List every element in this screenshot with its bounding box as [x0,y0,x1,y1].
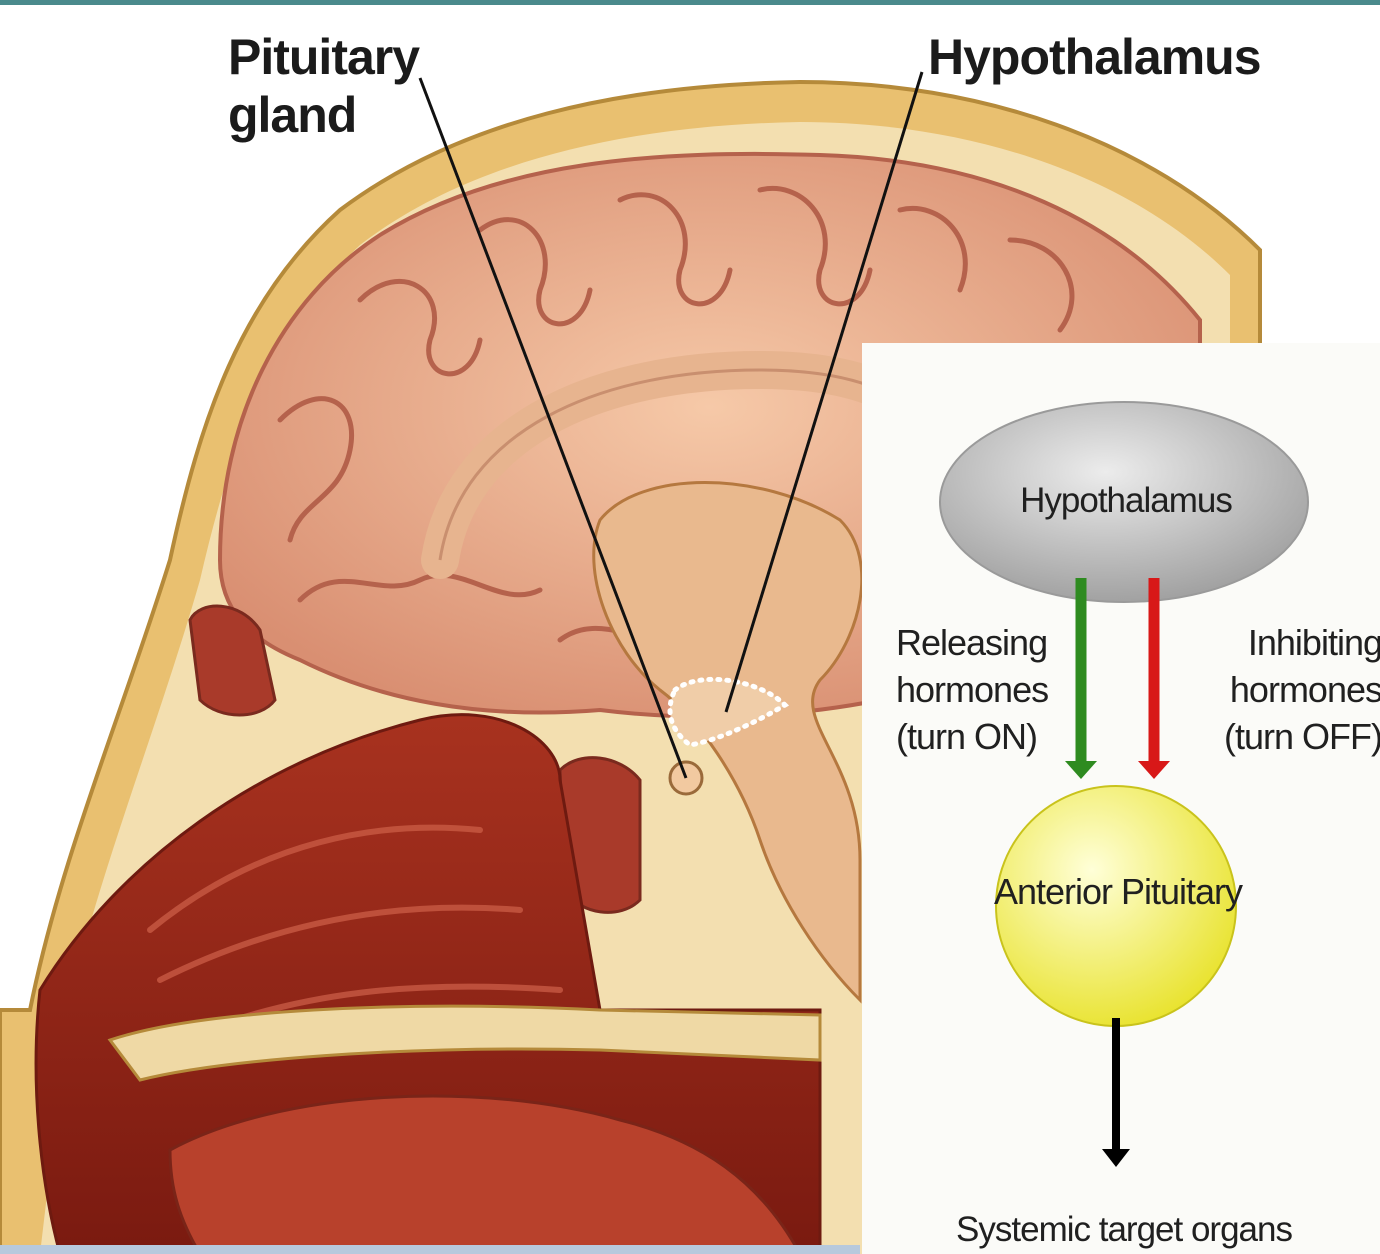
output-arrow [1102,1018,1130,1167]
hypothalamus-node-label: Hypothalamus [862,477,1380,524]
inhibiting-arrow [1138,578,1170,779]
systemic-target-organs-label: Systemic target organs [862,1206,1380,1253]
releasing-hormones-label: Releasing hormones (turn ON) [896,619,1096,760]
inhibiting-hormones-label: Inhibiting hormones (turn OFF) [1182,619,1380,760]
hypothalamus-label: Hypothalamus [928,28,1261,86]
anterior-pituitary-label: Anterior Pituitary [988,868,1248,916]
pituitary-gland-label: Pituitary gland [228,28,468,144]
bottom-border [0,1245,860,1254]
hormone-flow-diagram: Hypothalamus Releasing hormones (turn ON… [862,343,1380,1254]
